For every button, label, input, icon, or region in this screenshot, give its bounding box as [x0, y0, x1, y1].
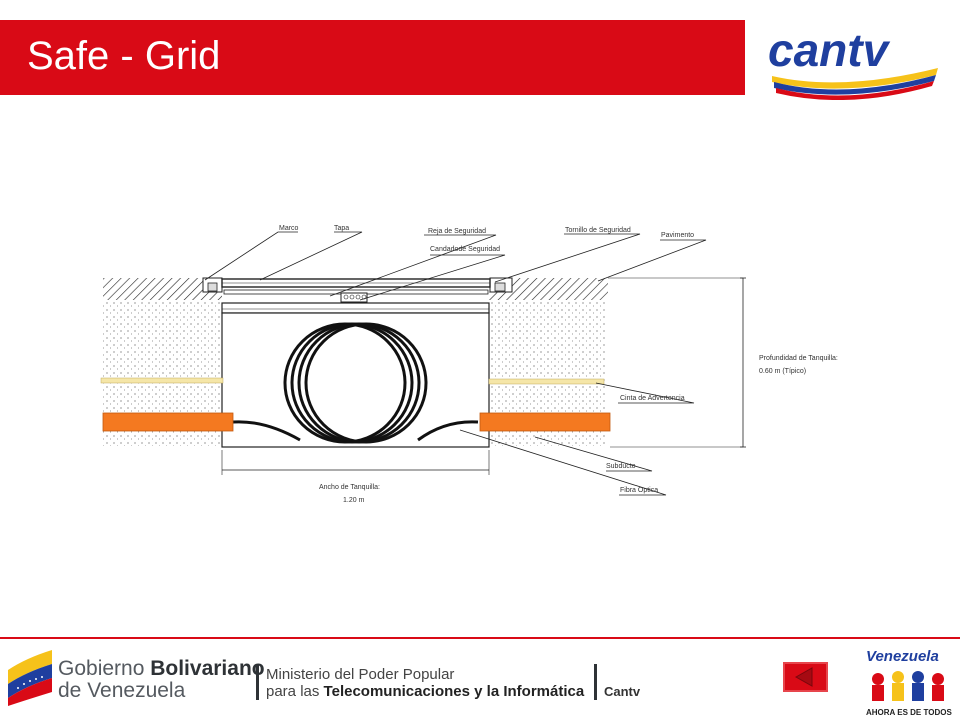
pavement-right: [512, 278, 608, 300]
label-tornillo: Tornillo de Seguridad: [565, 227, 631, 234]
label-ancho-2: 1.20 m: [343, 497, 365, 504]
cantv-footer-label: Cantv: [604, 684, 641, 699]
leader-tornillo: [494, 233, 641, 283]
fiber-coil: [283, 322, 428, 444]
label-profundidad-2: 0.60 m (Típico): [759, 368, 806, 375]
frame-right-inner: [494, 282, 506, 292]
svg-text:cantv: cantv: [768, 24, 891, 76]
page-title: Safe - Grid: [27, 34, 221, 78]
pavement-left-under: [203, 292, 222, 300]
arrow-left-icon: [794, 667, 813, 687]
chamber: [221, 312, 490, 448]
fiber-cable-right: [417, 420, 479, 442]
label-tapa: Tapa: [334, 225, 349, 232]
label-fibra: Fibra Optica: [620, 487, 658, 494]
label-candado: Candadode Seguridad: [430, 246, 500, 253]
label-subducto: Subducto: [606, 463, 636, 470]
subduct-left: [102, 412, 234, 432]
pavement-left: [103, 278, 203, 300]
label-pavimento: Pavimento: [661, 232, 694, 239]
separator: [594, 664, 597, 700]
svg-text:AHORA ES DE TODOS: AHORA ES DE TODOS: [866, 708, 952, 717]
ministerio-text: Ministerio del Poder Popular para las Te…: [266, 666, 585, 700]
svg-text:Venezuela: Venezuela: [866, 648, 939, 665]
venezuela-ahora-logo: Venezuela AHORA ES DE TODOS: [866, 648, 952, 717]
leader-cinta: [595, 382, 695, 404]
fiber-cable-left: [232, 420, 301, 442]
warning-tape-right: [488, 378, 605, 385]
subduct-right: [479, 412, 611, 432]
separator: [256, 664, 259, 700]
leader-fibra: [459, 429, 667, 496]
previous-slide-button[interactable]: [783, 662, 828, 692]
warning-tape-left: [100, 377, 224, 384]
chamber-top: [221, 302, 490, 314]
title-bar: Safe - Grid: [0, 20, 745, 95]
label-cinta: Cinta de Advertencia: [620, 395, 685, 402]
gobierno-text: Gobierno Bolivariano de Venezuela: [58, 657, 265, 702]
footer-divider: [0, 637, 960, 639]
pavement-right-under: [489, 292, 512, 300]
leader-tapa: [259, 231, 363, 281]
frame-left-inner: [207, 282, 218, 292]
venezuela-flag-icon: [8, 650, 52, 706]
label-profundidad-1: Profundidad de Tanquilla:: [759, 355, 838, 362]
label-reja: Reja de Seguridad: [428, 228, 486, 235]
cantv-logo: cantv: [768, 24, 938, 100]
label-ancho-1: Ancho de Tanquilla:: [319, 484, 380, 491]
leader-reja: [329, 234, 497, 297]
leader-pavimento: [597, 239, 707, 282]
leader-candado: [359, 254, 506, 301]
leader-subducto: [534, 436, 653, 472]
leader-marco: [204, 231, 298, 281]
label-marco: Marco: [279, 225, 299, 232]
